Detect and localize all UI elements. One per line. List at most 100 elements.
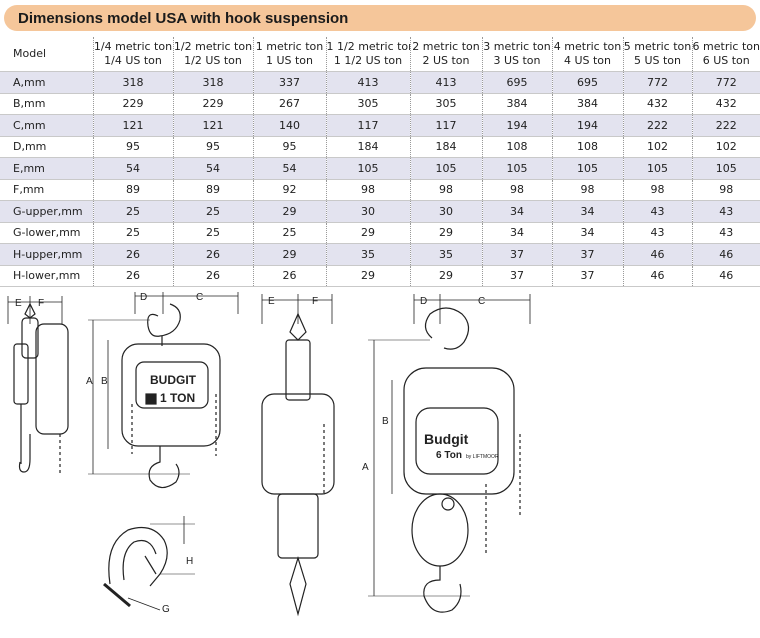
table-cell: 105 (622, 157, 692, 179)
table-cell: 384 (481, 92, 552, 115)
medium-hoist-side-view (261, 294, 335, 617)
column-header-line1: 1 metric ton (255, 40, 324, 53)
dim-label-c-left: C (196, 292, 203, 303)
table-cell: 772 (691, 71, 760, 93)
table-cell: 98 (622, 178, 692, 201)
table-cell: 25 (252, 221, 326, 244)
table-cell: 98 (551, 178, 623, 201)
dim-label-a-right: A (362, 462, 369, 473)
table-cell: 43 (622, 200, 692, 222)
table-cell: 29 (252, 200, 326, 222)
column-header-line1: 2 metric ton (412, 40, 480, 53)
table-cell: 37 (551, 243, 623, 265)
dim-label-f-mid: F (312, 296, 318, 307)
column-header-line2: 1/2 US ton (184, 54, 242, 67)
table-cell: 105 (481, 157, 552, 179)
column-header-line2: 1 US ton (265, 54, 314, 67)
table-cell: 98 (481, 178, 552, 201)
table-cell: 413 (325, 71, 410, 93)
table-cell: 43 (691, 200, 760, 222)
table-cell: 222 (691, 114, 760, 136)
table-cell: 318 (92, 71, 173, 93)
table-cell: 337 (252, 71, 326, 93)
column-header-line2: 6 US ton (702, 54, 750, 67)
table-cell: 229 (92, 92, 173, 115)
rating-label-large: 6 Ton (436, 450, 462, 461)
row-label: E,mm (0, 157, 93, 179)
table-cell: 194 (481, 114, 552, 136)
table-cell: 26 (252, 264, 326, 287)
table-cell: 89 (172, 178, 253, 201)
table-cell: 54 (252, 157, 326, 179)
table-cell: 108 (481, 135, 552, 158)
column-header-line2: 1/4 US ton (104, 54, 162, 67)
column-header-line2: 3 US ton (493, 54, 541, 67)
column-header-line1: 1 1/2 metric ton (326, 40, 410, 53)
table-cell: 772 (622, 71, 692, 93)
table-cell: 305 (325, 92, 410, 115)
table-cell: 117 (325, 114, 410, 136)
table-cell: 35 (325, 243, 410, 265)
page-title: Dimensions model USA with hook suspensio… (18, 9, 349, 27)
table-cell: 105 (691, 157, 760, 179)
table-cell: 105 (409, 157, 482, 179)
table-cell: 34 (481, 221, 552, 244)
table-cell: 34 (481, 200, 552, 222)
table-cell: 121 (172, 114, 253, 136)
dim-label-e-mid: E (268, 296, 275, 307)
column-header-line1: 3 metric ton (483, 40, 551, 53)
table-cell: 37 (551, 264, 623, 287)
row-label: B,mm (0, 92, 93, 115)
table-cell: 95 (92, 135, 173, 158)
technical-drawing: E F D C A B G H E F D C A B BUDGIT 1 TON… (7, 292, 531, 617)
dim-label-f-left: F (38, 298, 44, 309)
table-cell: 46 (622, 243, 692, 265)
brand-label-small: BUDGIT (150, 373, 197, 387)
table-cell: 37 (481, 264, 552, 287)
row-label: H-upper,mm (0, 243, 93, 265)
row-label: G-lower,mm (0, 221, 93, 244)
hook-detail-view (103, 516, 195, 611)
table-cell: 43 (622, 221, 692, 244)
table-cell: 29 (409, 221, 482, 244)
table-cell: 98 (325, 178, 410, 201)
table-cell: 34 (551, 200, 623, 222)
table-cell: 54 (172, 157, 253, 179)
table-cell: 102 (691, 135, 760, 158)
row-label: A,mm (0, 71, 93, 93)
brand-label-large: Budgit (424, 431, 469, 447)
table-cell: 26 (92, 243, 173, 265)
dim-label-d-left: D (140, 292, 147, 303)
table-cell: 695 (481, 71, 552, 93)
table-cell: 95 (172, 135, 253, 158)
dim-label-c-right: C (478, 296, 485, 307)
table-cell: 229 (172, 92, 253, 115)
row-label: G-upper,mm (0, 200, 93, 222)
table-cell: 105 (325, 157, 410, 179)
table-cell: 413 (409, 71, 482, 93)
table-cell: 194 (551, 114, 623, 136)
small-hoist-front-view (88, 292, 239, 489)
table-cell: 92 (252, 178, 326, 201)
table-cell: 29 (409, 264, 482, 287)
rating-label-small: 1 TON (160, 391, 195, 405)
table-cell: 318 (172, 71, 253, 93)
column-header-line1: 6 metric ton (692, 40, 760, 53)
column-header-line2: 4 US ton (563, 54, 612, 67)
table-cell: 184 (409, 135, 482, 158)
table-cell: 117 (409, 114, 482, 136)
table-cell: 29 (325, 221, 410, 244)
